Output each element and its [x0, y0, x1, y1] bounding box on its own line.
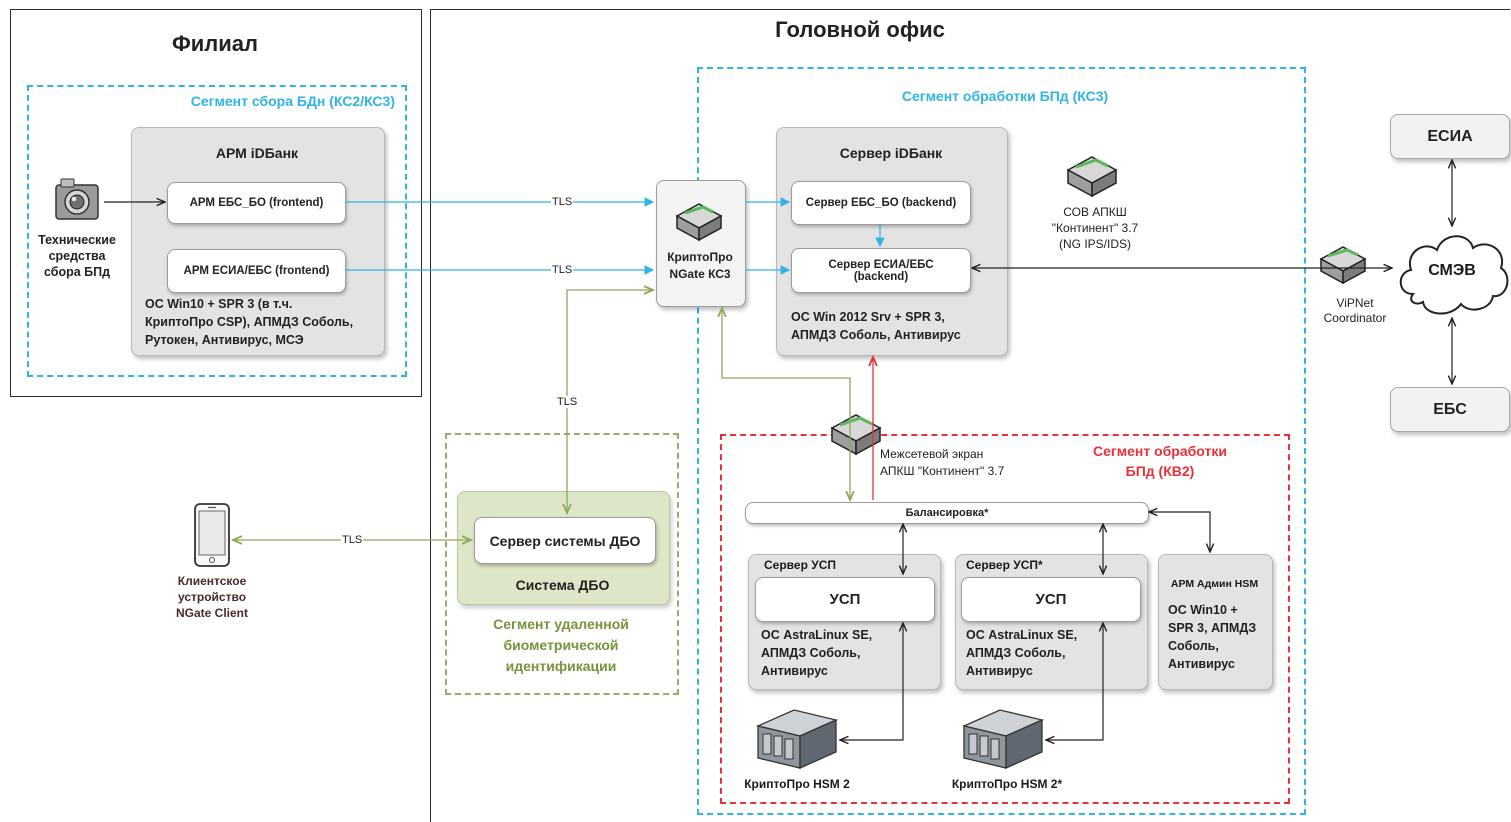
- tls-label-dbo-vertical: TLS: [556, 396, 579, 408]
- arm-idbank-title: АРМ iDБанк: [215, 145, 299, 161]
- smev-cloud-icon: [1399, 235, 1509, 315]
- hsm-admin-box: [1158, 554, 1273, 690]
- server-ebs-bo-backend[interactable]: Сервер ЕБС_БО (backend): [791, 181, 971, 225]
- esia-label: ЕСИА: [1427, 127, 1473, 145]
- server-idbank-title: Сервер iDБанк: [839, 145, 943, 161]
- ngate-router-icon: [675, 203, 723, 242]
- ids-label-3: (NG IPS/IDS): [1058, 237, 1131, 251]
- arm-idbank-box: [131, 127, 385, 356]
- ebs-label: ЕБС: [1433, 400, 1467, 418]
- hsm-admin-os-4: Антивирус: [1168, 657, 1235, 671]
- head-office-title: Головной офис: [775, 17, 945, 42]
- hsm-admin-title: АРМ Админ HSM: [1170, 578, 1259, 590]
- vipnet-label-2: Coordinator: [1323, 311, 1387, 325]
- ngate-label-2: NGate КС3: [669, 267, 731, 281]
- dbo-server[interactable]: Сервер системы ДБО: [474, 517, 656, 564]
- tls-label-ebs: TLS: [551, 196, 574, 208]
- arm-ebs-bo-label: АРМ ЕБС_БО (frontend): [189, 197, 324, 209]
- ids-router-icon: [1066, 156, 1118, 198]
- camera-label-3: сбора БПд: [43, 265, 111, 279]
- usp-server-1-title: Сервер УСП: [764, 558, 836, 572]
- dbo-server-label: Сервер системы ДБО: [489, 532, 641, 549]
- usp-2-os-2: АПМДЗ Соболь,: [966, 646, 1066, 660]
- hsm-1-label: КриптоПро HSM 2: [744, 777, 850, 791]
- camera-icon: [55, 178, 99, 220]
- usp1-to-hsm1-line: [840, 623, 903, 740]
- arm-esia-ebs-label: АРМ ЕСИА/ЕБС (frontend): [183, 265, 330, 277]
- tls-label-esia: TLS: [551, 264, 574, 276]
- hsm-1-device-icon: [755, 709, 839, 770]
- arm-os-2: КриптоПро CSP), АПМДЗ Соболь,: [145, 315, 354, 329]
- remote-bio-title-2: биометрической: [503, 637, 619, 653]
- processing-kv2-title-1: Сегмент обработки: [1093, 443, 1227, 459]
- collection-segment: [27, 85, 407, 377]
- hsm-2-device-icon: [961, 709, 1045, 770]
- usp-2[interactable]: УСП: [961, 577, 1141, 622]
- client-label-1: Клиентское: [177, 574, 247, 588]
- esia-box: ЕСИА: [1390, 114, 1510, 159]
- usp-1-os-3: Антивирус: [761, 664, 828, 678]
- balancer-label: Балансировка*: [905, 507, 989, 519]
- ids-label-1: СОВ АПКШ: [1063, 205, 1127, 219]
- hsm-admin-os-3: Соболь,: [1168, 639, 1219, 653]
- dbo-system-title: Система ДБО: [515, 577, 610, 593]
- ngate-to-dbo-line: [567, 290, 653, 513]
- server-ebs-bo-label: Сервер ЕБС_БО (backend): [805, 197, 957, 209]
- usp-2-label: УСП: [1035, 591, 1067, 608]
- ngate-label-1: КриптоПро: [667, 250, 733, 264]
- processing-kv2-segment: [720, 434, 1290, 804]
- hsm-2-label: КриптоПро HSM 2*: [951, 777, 1063, 791]
- server-esia-ebs-label-2: (backend): [853, 270, 909, 283]
- smev-label: СМЭВ: [1428, 262, 1476, 279]
- client-label-3: NGate Client: [175, 606, 248, 620]
- processing-ks3-segment: [697, 67, 1306, 815]
- branch-title: Филиал: [171, 31, 258, 56]
- usp-1[interactable]: УСП: [755, 577, 935, 622]
- camera-label-1: Технические: [38, 233, 116, 247]
- usp-1-os-2: АПМДЗ Соболь,: [761, 646, 861, 660]
- remote-bio-title-1: Сегмент удаленной: [493, 616, 629, 632]
- vipnet-label-1: ViPNet: [1336, 296, 1374, 310]
- ngate-to-balancer-line: [722, 308, 850, 500]
- ids-label-2: "Континент" 3.7: [1051, 221, 1139, 235]
- processing-kv2-title-2: БПд (КВ2): [1125, 463, 1195, 479]
- client-label-2: устройство: [177, 590, 247, 604]
- usp-2-os-3: Антивирус: [966, 664, 1033, 678]
- remote-bio-segment: [445, 433, 679, 695]
- hsm-admin-os-1: ОС Win10 +: [1168, 603, 1238, 617]
- arm-ebs-bo-frontend[interactable]: АРМ ЕБС_БО (frontend): [167, 182, 346, 224]
- balancer-to-hsm-admin-line: [1149, 512, 1210, 552]
- processing-ks3-segment-title: Сегмент обработки БПд (КС3): [901, 88, 1109, 104]
- firewall-label-2: АПКШ "Континент" 3.7: [880, 464, 1005, 478]
- usp2-to-hsm2-line: [1046, 623, 1103, 740]
- arm-esia-ebs-frontend[interactable]: АРМ ЕСИА/ЕБС (frontend): [167, 249, 346, 293]
- arm-os-3: Рутокен, Антивирус, МСЭ: [145, 333, 304, 347]
- server-esia-ebs-label-1: Сервер ЕСИА/ЕБС: [828, 258, 934, 271]
- remote-bio-title-3: идентификации: [505, 658, 617, 674]
- camera-label-2: средства: [48, 249, 106, 263]
- usp-1-label: УСП: [829, 591, 861, 608]
- tls-label-client: TLS: [341, 534, 364, 546]
- ebs-box: ЕБС: [1390, 387, 1510, 432]
- collection-segment-title: Сегмент сбора БДн (КС2/КС3): [190, 93, 395, 109]
- balancer-bar[interactable]: Балансировка*: [745, 502, 1149, 524]
- smartphone-icon: [194, 503, 230, 567]
- firewall-label-1: Межсетевой экран: [880, 447, 984, 461]
- ngate-box: [656, 180, 746, 307]
- server-esia-ebs-backend[interactable]: Сервер ЕСИА/ЕБС(backend): [791, 248, 971, 293]
- hsm-admin-os-2: SPR 3, АПМДЗ: [1168, 621, 1257, 635]
- usp-server-2-title: Сервер УСП*: [966, 558, 1043, 572]
- arm-os-1: ОС Win10 + SPR 3 (в т.ч.: [145, 297, 293, 311]
